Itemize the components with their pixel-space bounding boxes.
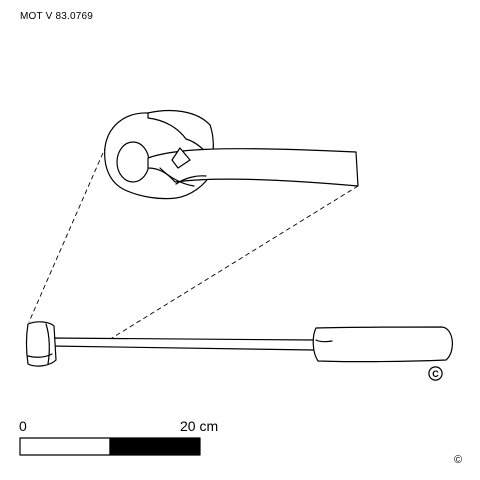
projection-lines — [28, 145, 359, 339]
scale-max-label: 20 cm — [180, 418, 219, 434]
scale-min-label: 0 — [19, 418, 27, 434]
scale-bar — [19, 437, 201, 456]
shaft — [49, 337, 315, 351]
catalog-id: MOT V 83.0769 — [20, 11, 94, 22]
scale-segment-white — [19, 437, 111, 456]
detail-notch — [171, 147, 191, 169]
ring-hole — [116, 141, 150, 183]
copyright-text: © — [454, 454, 463, 466]
handle — [312, 326, 453, 363]
full-tool — [25, 321, 453, 367]
svg-text:C: C — [432, 369, 439, 379]
copyright-mark: C — [428, 366, 443, 381]
scale-segment-black — [109, 437, 201, 456]
head-detail — [104, 109, 359, 200]
copyright-icon: C — [428, 366, 443, 381]
hammer-head — [25, 321, 57, 367]
